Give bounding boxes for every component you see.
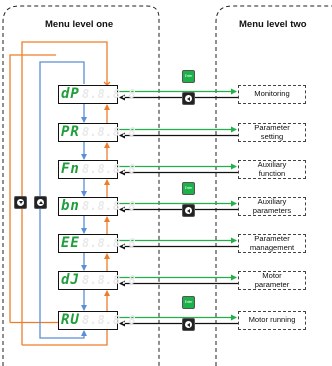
menu-code-0: dP [61,86,80,102]
level-one-frame [2,5,160,366]
enter-button-label: Enter [184,74,193,78]
submenu-label-4: Parameter management [249,234,295,252]
enter-button-icon[interactable]: Enter [182,296,195,309]
submenu-box-2[interactable]: Auxiliary function [238,160,306,179]
submenu-label-3: Auxiliary parameters [252,197,292,215]
back-button-icon[interactable] [182,204,195,217]
submenu-box-4[interactable]: Parameter management [238,234,306,253]
menu-code-5: dJ [61,272,80,288]
menu-dim-digits-6: 8.8.8.8 [82,313,137,327]
menu-dim-digits-5: 8.8.8.8 [82,273,137,287]
submenu-label-2: Auxiliary function [257,160,287,178]
menu-dim-digits-4: 8.8.8.8 [82,236,137,250]
submenu-box-5[interactable]: Motor parameter [238,271,306,290]
level-two-title: Menu level two [239,19,307,30]
level-two-frame [215,5,332,366]
loop-left-edge [9,54,56,323]
loop-orange-outer [21,41,108,345]
menu-dim-digits-0: 8.8.8.8 [82,87,137,101]
menu-code-3: bn [61,198,80,214]
menu-dim-digits-3: 8.8.8.8 [82,199,137,213]
back-button-icon[interactable] [182,92,195,105]
menu-dim-digits-2: 8.8.8.8 [82,162,137,176]
down-button-icon[interactable] [14,196,27,209]
submenu-label-1: Parameter setting [254,123,290,141]
menu-code-4: EE [61,235,80,251]
submenu-box-0[interactable]: Monitoring [238,85,306,104]
menu-code-1: PR [61,124,80,140]
submenu-box-6[interactable]: Motor running [238,311,306,330]
enter-button-label: Enter [184,300,193,304]
enter-button-icon[interactable]: Enter [182,70,195,83]
menu-code-6: RU [61,312,80,328]
submenu-label-5: Motor parameter [254,271,290,289]
level-one-title: Menu level one [45,19,114,30]
enter-button-icon[interactable]: Enter [182,182,195,195]
submenu-label-0: Monitoring [254,89,290,99]
loop-orange-return [22,330,108,346]
submenu-box-3[interactable]: Auxiliary parameters [238,197,306,216]
menu-code-2: Fn [61,161,80,177]
submenu-box-1[interactable]: Parameter setting [238,123,306,142]
up-button-icon[interactable] [34,196,47,209]
enter-button-label: Enter [184,186,193,190]
menu-dim-digits-1: 8.8.8.8 [82,125,137,139]
submenu-label-6: Motor running [248,315,296,325]
back-button-icon[interactable] [182,318,195,331]
